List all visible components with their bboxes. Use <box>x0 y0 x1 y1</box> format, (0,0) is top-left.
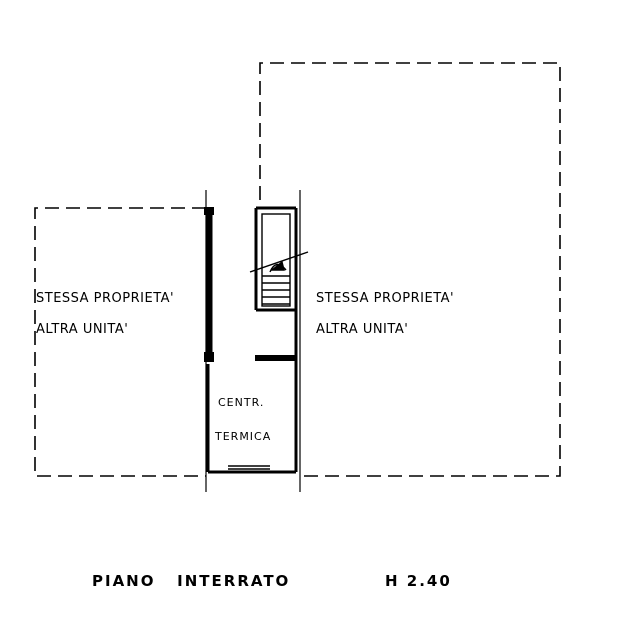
plan-height-caption: H 2.40 <box>385 572 452 590</box>
right-unit-outline <box>259 62 561 477</box>
building-walls <box>204 206 298 474</box>
staircase <box>249 213 309 307</box>
plan-level-caption: PIANO INTERRATO <box>92 572 290 590</box>
boiler-room-label-line2: TERMICA <box>214 430 271 443</box>
boiler-room-partition <box>204 352 296 362</box>
right-unit-label-line2: ALTRA UNITA' <box>316 322 408 337</box>
left-unit-outline <box>34 207 206 477</box>
left-unit-label-line1: STESSA PROPRIETA' <box>36 291 174 306</box>
left-unit-label-line2: ALTRA UNITA' <box>36 322 128 337</box>
section-lines <box>205 190 301 492</box>
boiler-room-label-line1: CENTR. <box>218 396 264 409</box>
bottom-opening <box>228 465 270 470</box>
right-unit-label-line1: STESSA PROPRIETA' <box>316 291 454 306</box>
